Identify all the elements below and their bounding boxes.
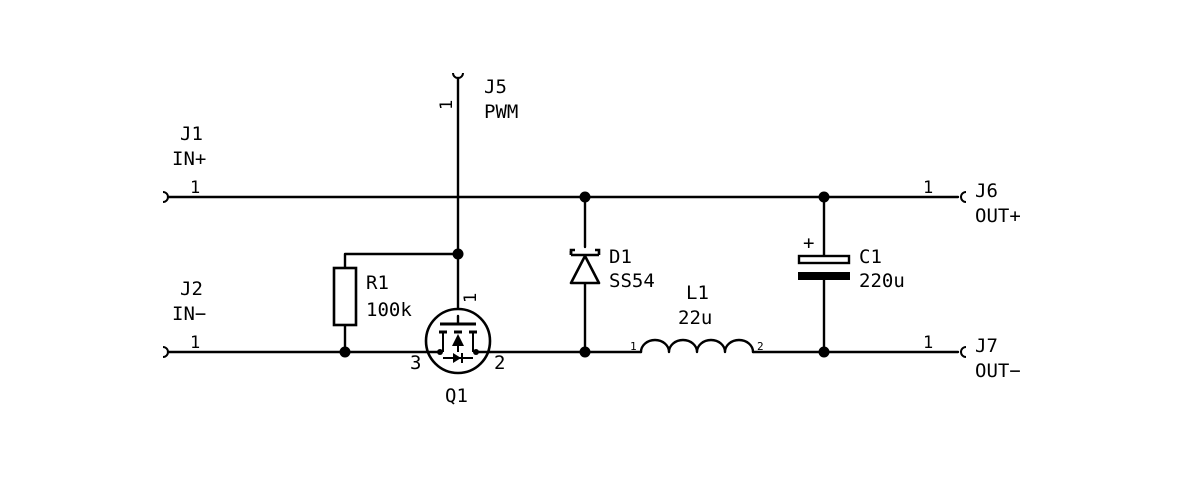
j6-value: OUT+ [975,205,1021,227]
j1-pin: 1 [190,178,200,198]
j2-pin: 1 [190,333,200,353]
connector-terminal-icon [960,346,967,358]
r1-ref: R1 [366,272,389,294]
connector-terminal-icon [960,191,967,203]
junction-dot [818,346,830,358]
capacitor-c1: + C1 220u [797,232,905,292]
wire-r1-top [343,252,460,270]
junction-dot [452,248,464,260]
j6-ref: J6 [975,180,998,202]
mosfet-q1: 1 3 2 Q1 [410,293,505,407]
connector-terminal-icon [162,346,169,358]
j5-value: PWM [484,101,518,123]
junction-dot [579,346,591,358]
connector-j1: J1 IN+ 1 [162,123,206,203]
mosfet-icon [424,307,492,375]
j6-pin: 1 [923,178,933,198]
c1-polarity: + [803,232,814,254]
q1-pin-gate: 1 [461,293,481,303]
q1-pin-source: 3 [410,352,421,374]
junctions [339,191,830,358]
j7-ref: J7 [975,335,998,357]
d1-value: SS54 [609,270,655,292]
l1-value: 22u [678,307,712,329]
junction-dot [818,191,830,203]
diode-d1: D1 SS54 [569,246,655,292]
q1-pin-drain: 2 [494,352,505,374]
connector-j7: 1 J7 OUT− [923,333,1021,382]
l1-pin-a: 1 [630,340,637,353]
j2-value: IN− [172,303,206,325]
j2-ref: J2 [180,278,203,300]
schottky-diode-icon [569,248,601,285]
connector-terminal-icon [452,72,464,79]
polarized-capacitor-icon [797,254,851,280]
j5-ref: J5 [484,76,507,98]
resistor-icon [332,266,358,327]
connector-terminal-icon [162,191,169,203]
junction-dot [579,191,591,203]
c1-value: 220u [859,270,905,292]
l1-ref: L1 [686,282,709,304]
j1-value: IN+ [172,148,206,170]
wires [166,76,960,354]
r1-value: 100k [366,299,412,321]
c1-ref: C1 [859,246,882,268]
junction-dot [339,346,351,358]
resistor-r1: R1 100k [332,266,412,327]
d1-ref: D1 [609,246,632,268]
q1-ref: Q1 [445,385,468,407]
j7-pin: 1 [923,333,933,353]
j1-ref: J1 [180,123,203,145]
connector-j2: J2 IN− 1 [162,278,206,358]
l1-pin-b: 2 [757,340,764,353]
inductor-l1: 1 2 L1 22u [630,282,764,354]
j5-pin: 1 [437,100,457,110]
connector-j5: 1 J5 PWM [437,72,518,123]
inductor-icon [639,338,755,354]
j7-value: OUT− [975,360,1021,382]
connector-j6: 1 J6 OUT+ [923,178,1021,227]
